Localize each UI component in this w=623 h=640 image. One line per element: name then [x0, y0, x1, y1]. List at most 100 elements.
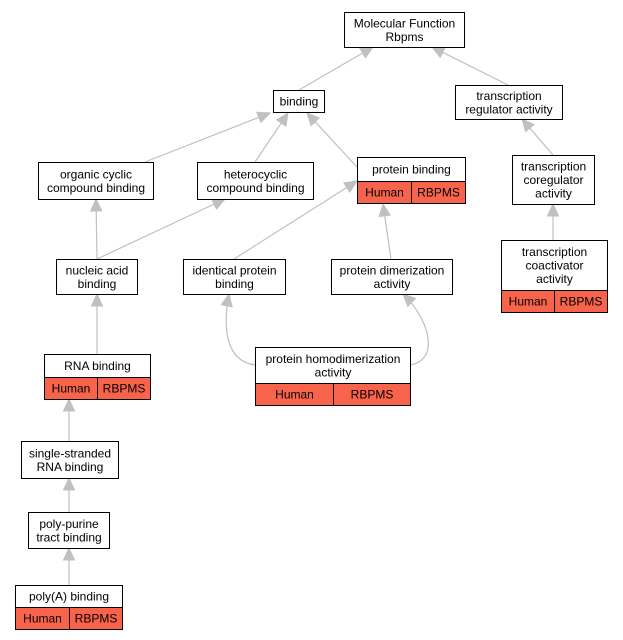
node-molecular-function-label-line: Molecular Function: [354, 16, 455, 30]
node-single-stranded-rna-binding-label-line: single-stranded: [29, 446, 111, 460]
edge-transcription-coregulator-activity-to-transcription-regulator-activity: [528, 126, 554, 156]
edge-rna-binding-to-nucleic-acid-binding-arrowhead: [90, 292, 104, 307]
node-transcription-coactivator-activity-label-line: activity: [536, 272, 573, 286]
edge-transcription-regulator-activity-to-molecular-function-arrowhead: [430, 46, 446, 59]
node-single-stranded-rna-binding-label-line: RNA binding: [37, 460, 104, 474]
edge-binding-to-molecular-function: [298, 51, 365, 91]
node-protein-binding-gene: RBPMS: [417, 186, 460, 200]
node-nucleic-acid-binding-label-line: nucleic acid: [66, 263, 129, 277]
node-protein-homodimerization-activity-species: Human: [275, 388, 314, 402]
node-transcription-coregulator-activity-label-line: activity: [535, 187, 572, 201]
edge-poly-purine-tract-binding-to-single-stranded-rna-binding-arrowhead: [62, 476, 76, 491]
node-identical-protein-binding-label-line: identical protein: [192, 263, 276, 277]
node-rna-binding-species: Human: [52, 382, 91, 396]
edge-protein-homodimerization-activity-to-protein-dimerization-activity-arrowhead: [402, 293, 417, 308]
edge-protein-homodimerization-activity-to-identical-protein-binding-arrowhead: [220, 292, 233, 308]
edge-transcription-coregulator-activity-to-transcription-regulator-activity-arrowhead: [521, 118, 535, 133]
node-protein-homodimerization-activity-box: [255, 347, 411, 384]
node-rna-binding-gene-cell: [97, 377, 151, 400]
node-binding-label-line: binding: [280, 95, 319, 109]
node-protein-binding-species: Human: [365, 186, 404, 200]
node-single-stranded-rna-binding-box: [21, 441, 119, 479]
edges-layer: [62, 46, 560, 585]
node-transcription-regulator-activity-label-line: regulator activity: [465, 102, 552, 116]
node-nucleic-acid-binding-label-line: binding: [78, 277, 117, 291]
node-organic-cyclic-compound-binding-label-line: organic cyclic: [60, 167, 132, 181]
node-heterocyclic-compound-binding-box: [197, 162, 314, 200]
node-transcription-coactivator-activity-label-line: coactivator: [525, 259, 583, 273]
node-organic-cyclic-compound-binding-label-line: compound binding: [47, 181, 145, 195]
node-poly-a-binding-species: Human: [23, 612, 62, 626]
edge-protein-binding-to-binding-arrowhead: [306, 112, 321, 127]
node-binding[interactable]: binding: [273, 90, 325, 113]
edge-binding-to-molecular-function-arrowhead: [359, 46, 375, 59]
node-protein-binding-box: [357, 157, 466, 182]
edge-transcription-coactivator-activity-to-transcription-coregulator-activity-arrowhead: [546, 202, 560, 217]
node-transcription-coactivator-activity-species: Human: [509, 295, 548, 309]
node-identical-protein-binding-box: [183, 259, 286, 295]
node-protein-dimerization-activity-box: [331, 259, 453, 295]
node-transcription-coactivator-activity-gene: RBPMS: [560, 295, 603, 309]
edge-poly-a-binding-to-poly-purine-tract-binding-arrowhead: [62, 546, 76, 561]
node-rna-binding-gene: RBPMS: [103, 382, 146, 396]
node-organic-cyclic-compound-binding-box: [38, 162, 154, 200]
edge-heterocyclic-compound-binding-to-binding: [254, 120, 283, 163]
node-poly-purine-tract-binding-box: [28, 512, 110, 549]
edge-nucleic-acid-binding-to-organic-cyclic-compound-binding: [95, 208, 98, 260]
node-transcription-coactivator-activity-label-line: transcription: [522, 245, 587, 259]
node-protein-binding-label-line: protein binding: [372, 163, 451, 177]
edge-transcription-regulator-activity-to-molecular-function: [440, 50, 509, 86]
node-protein-dimerization-activity-label-line: activity: [374, 277, 411, 291]
edge-protein-binding-to-binding: [313, 119, 358, 168]
node-poly-purine-tract-binding-label-line: tract binding: [36, 530, 101, 544]
edge-single-stranded-rna-binding-to-rna-binding-arrowhead: [62, 397, 76, 412]
edge-identical-protein-binding-to-protein-binding-arrowhead: [343, 180, 359, 193]
edge-identical-protein-binding-to-protein-binding: [233, 185, 349, 260]
edge-organic-cyclic-compound-binding-to-binding-arrowhead: [256, 111, 272, 124]
edge-heterocyclic-compound-binding-to-binding-arrowhead: [275, 112, 289, 127]
node-transcription-coactivator-activity-box: [501, 240, 608, 291]
node-protein-homodimerization-activity-gene: RBPMS: [351, 388, 394, 402]
node-rna-binding-label-line: RNA binding: [64, 359, 131, 373]
edge-organic-cyclic-compound-binding-to-binding: [144, 116, 261, 163]
node-nucleic-acid-binding-box: [56, 259, 138, 295]
node-heterocyclic-compound-binding-label-line: heterocyclic: [224, 167, 287, 181]
edge-nucleic-acid-binding-to-heterocyclic-compound-binding: [96, 202, 217, 260]
node-protein-homodimerization-activity-gene-cell: [333, 383, 411, 406]
edge-nucleic-acid-binding-to-organic-cyclic-compound-binding-arrowhead: [89, 197, 103, 212]
node-transcription-coregulator-activity-label-line: transcription: [521, 160, 586, 174]
node-protein-dimerization-activity-label-line: protein dimerization: [340, 263, 445, 277]
node-identical-protein-binding-label-line: binding: [215, 277, 254, 291]
node-protein-homodimerization-activity-label-line: activity: [315, 365, 352, 379]
node-protein-homodimerization-activity-label-line: protein homodimerization: [266, 352, 401, 366]
edge-protein-dimerization-activity-to-protein-binding-arrowhead: [378, 202, 392, 218]
node-transcription-coregulator-activity-label-line: coregulator: [523, 173, 583, 187]
node-protein-binding-gene-cell: [411, 181, 466, 204]
node-binding-box: [273, 90, 325, 113]
node-transcription-coactivator-activity-gene-cell: [554, 290, 608, 313]
node-transcription-regulator-activity-box: [455, 85, 563, 120]
node-transcription-regulator-activity-label-line: transcription: [476, 89, 541, 103]
node-transcription-coregulator-activity-box: [512, 155, 595, 205]
node-poly-a-binding-gene: RBPMS: [75, 612, 118, 626]
edge-nucleic-acid-binding-to-heterocyclic-compound-binding-arrowhead: [211, 198, 227, 210]
node-molecular-function-box: [344, 12, 465, 48]
node-poly-a-binding-label-line: poly(A) binding: [29, 590, 109, 604]
